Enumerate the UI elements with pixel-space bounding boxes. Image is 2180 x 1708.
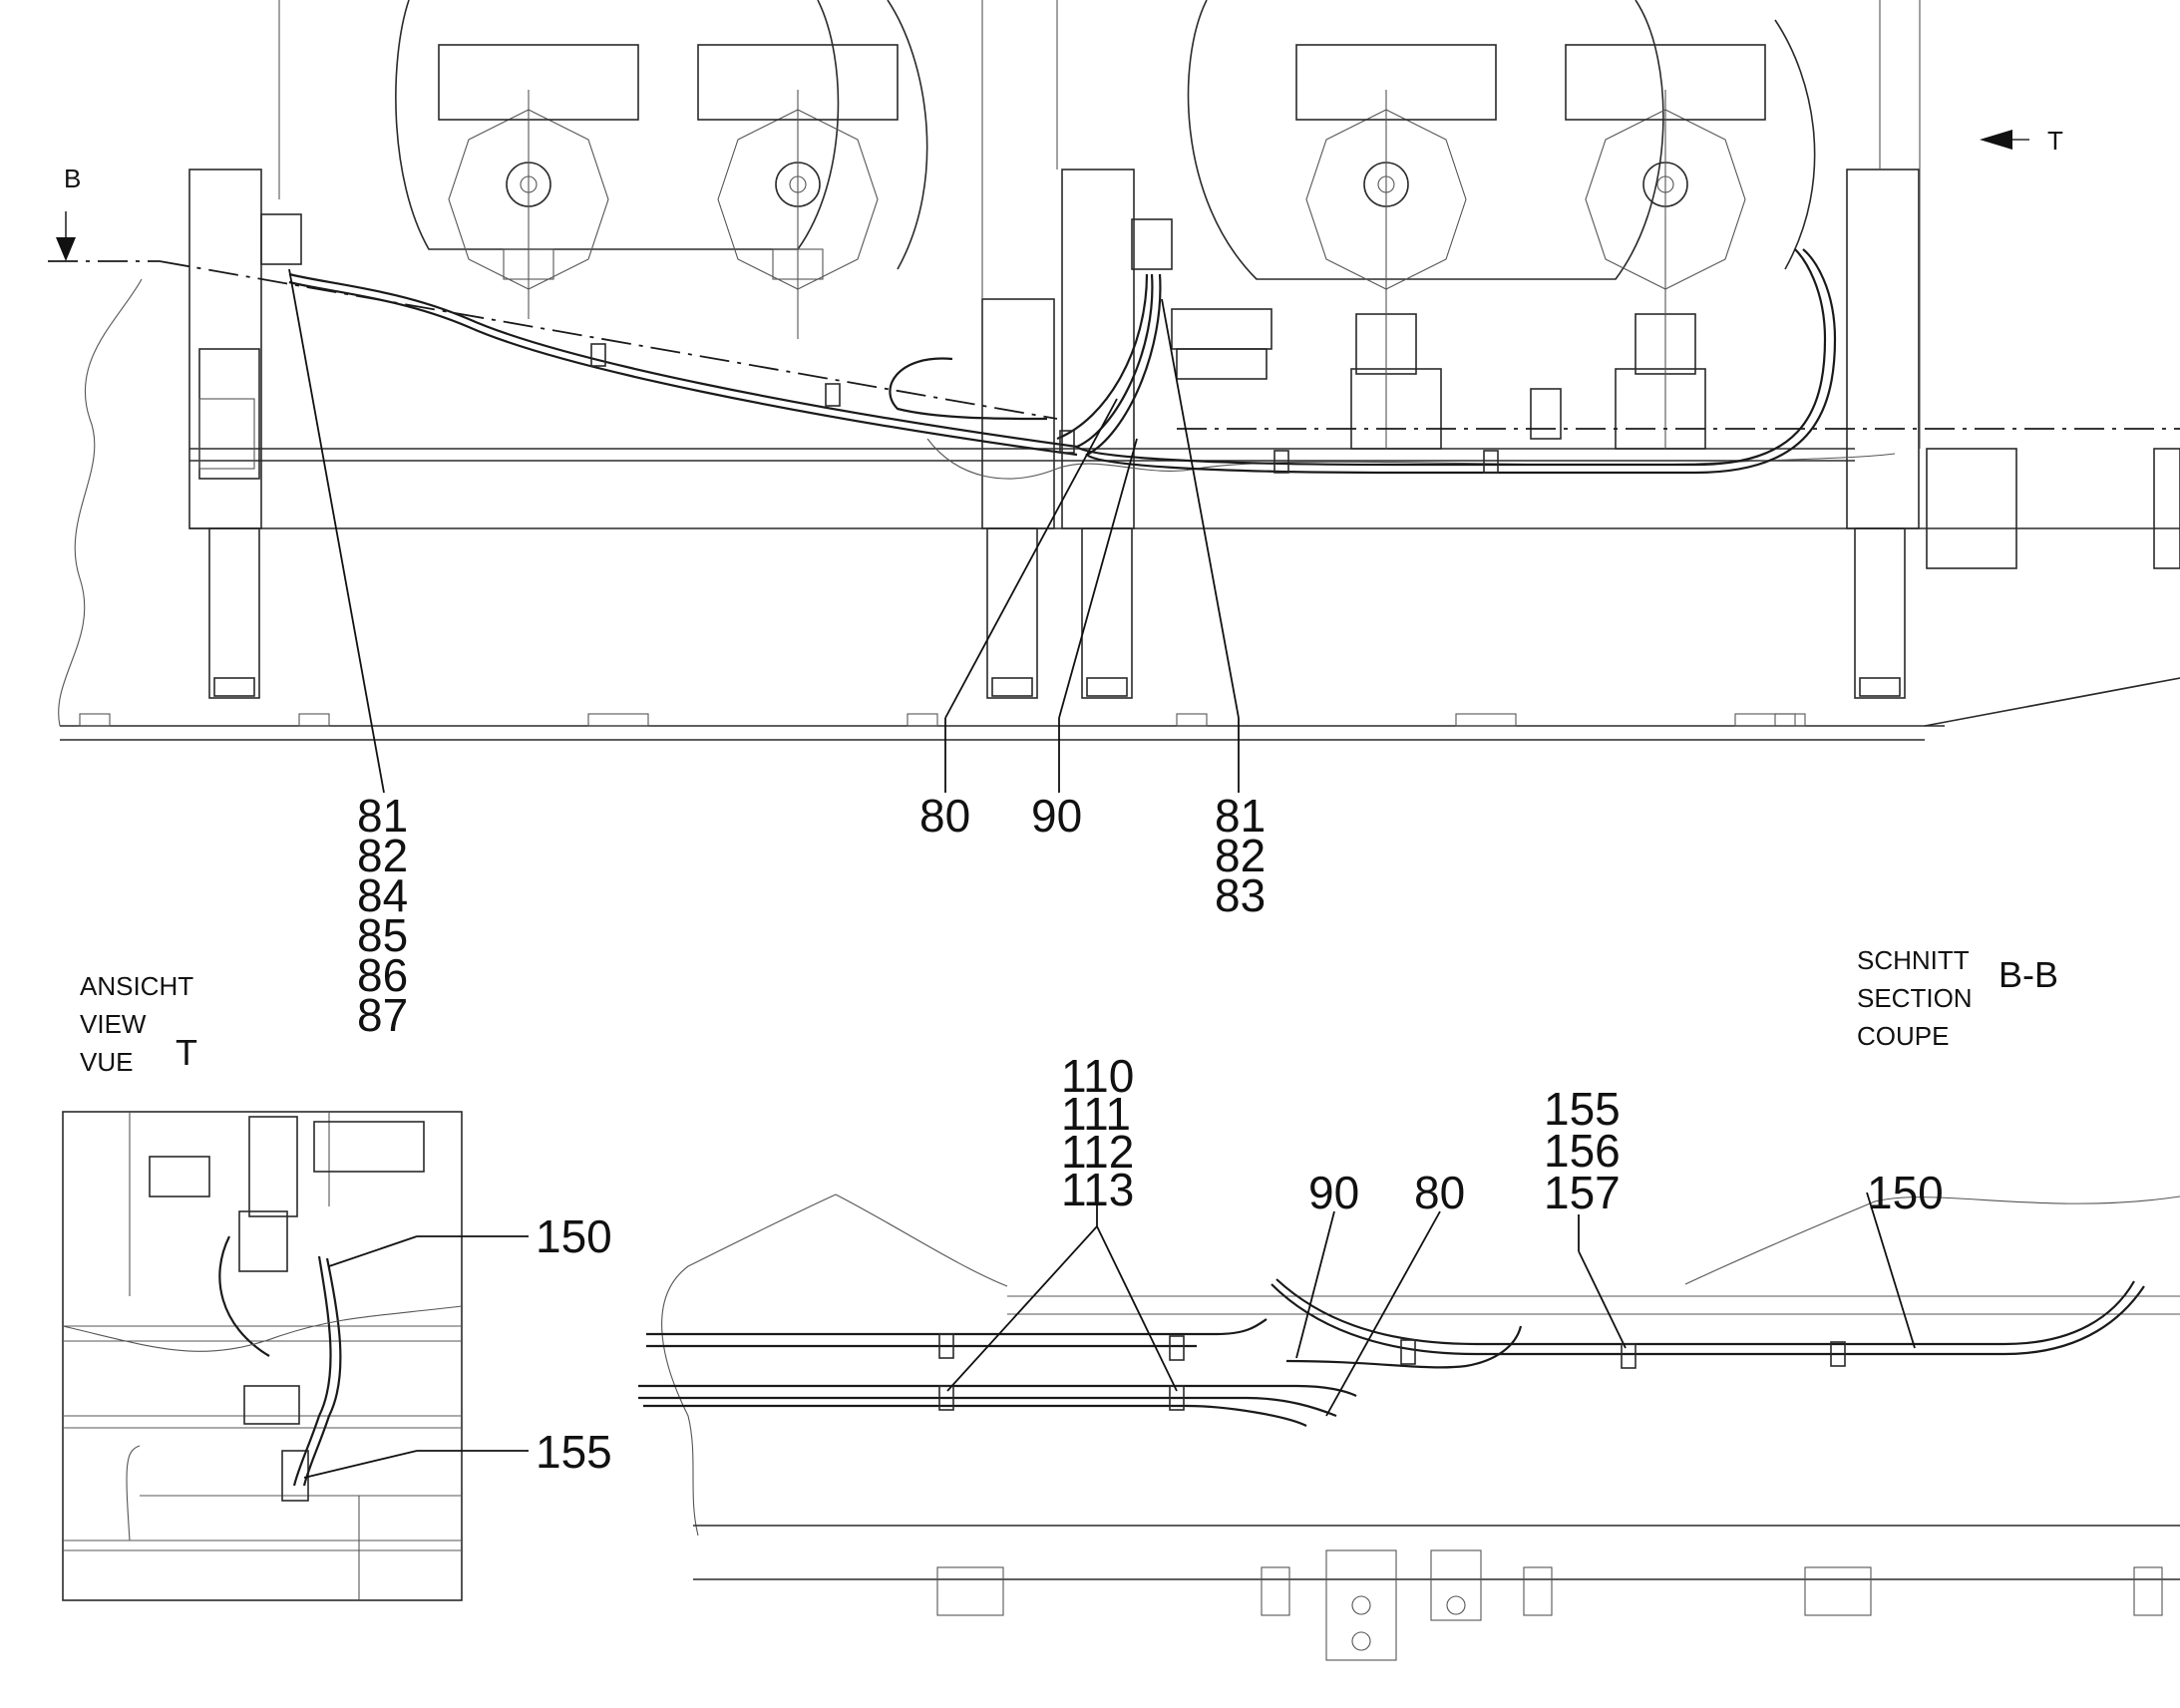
callout-81-left: 81: [357, 790, 408, 842]
section-marker-b: B: [56, 164, 81, 261]
callout-112: 112: [1061, 1126, 1134, 1178]
callout-85: 85: [357, 909, 408, 961]
valve-block-left: [260, 213, 302, 265]
view-t-title-fr: VUE: [80, 1047, 133, 1077]
callout-81-right: 81: [1215, 790, 1266, 842]
section-callout-150: 150: [1867, 1167, 1944, 1218]
support-posts: [188, 169, 2180, 699]
valve-block-right: [1131, 218, 1173, 270]
view-marker-t-label: T: [2047, 126, 2063, 156]
callouts-right-group: 81 82 83: [1215, 790, 1266, 921]
callout-110: 110: [1061, 1050, 1134, 1102]
section-bb-detail: SCHNITT SECTION COUPE B-B: [638, 945, 2180, 1661]
callout-113: 113: [1061, 1164, 1134, 1215]
section-callout-90: 90: [1308, 1167, 1359, 1218]
view-t-frame: [62, 1111, 463, 1601]
callout-87: 87: [357, 989, 408, 1041]
callout-156: 156: [1544, 1125, 1621, 1177]
pump-unit-4: [1565, 19, 1816, 450]
callout-82-right: 82: [1215, 830, 1266, 881]
callouts-left-group: 81 82 84 85 86 87: [357, 790, 408, 1041]
section-bb-title-de: SCHNITT: [1857, 945, 1970, 975]
section-bb-title-fr: COUPE: [1857, 1021, 1949, 1051]
section-callouts-group-b: 155 156 157: [1544, 1083, 1621, 1218]
view-t-detail: ANSICHT VIEW VUE T 150 155: [62, 971, 612, 1601]
view-t-callout-150: 150: [536, 1210, 612, 1262]
callout-80-top: 80: [919, 790, 970, 842]
callout-82-left: 82: [357, 830, 408, 881]
pump-unit-1: [395, 0, 840, 319]
callout-155: 155: [1544, 1083, 1621, 1135]
pump-unit-2: [697, 0, 928, 339]
callout-86: 86: [357, 949, 408, 1001]
view-marker-t: T: [1980, 126, 2063, 156]
view-t-title-de: ANSICHT: [80, 971, 193, 1001]
section-callout-80: 80: [1414, 1167, 1465, 1218]
callout-157: 157: [1544, 1167, 1621, 1218]
base-feet: [79, 713, 1806, 727]
callout-111: 111: [1061, 1088, 1131, 1140]
view-t-title-en: VIEW: [80, 1009, 147, 1039]
view-t-callout-155: 155: [536, 1426, 612, 1478]
section-callouts-group-a: 110 111 112 113: [1061, 1050, 1134, 1215]
callout-90-top: 90: [1031, 790, 1082, 842]
callout-84: 84: [357, 869, 408, 921]
section-bb-title-en: SECTION: [1857, 983, 1973, 1013]
main-assembly-view: B T 81 82 84 85 86 87 80 90 81 82 8: [48, 0, 2180, 1041]
pump-unit-3: [1187, 0, 1664, 450]
callout-83: 83: [1215, 869, 1266, 921]
section-marker-b-label: B: [64, 164, 81, 193]
section-bb-title-letter: B-B: [1998, 954, 2058, 995]
view-t-title-letter: T: [176, 1032, 197, 1073]
